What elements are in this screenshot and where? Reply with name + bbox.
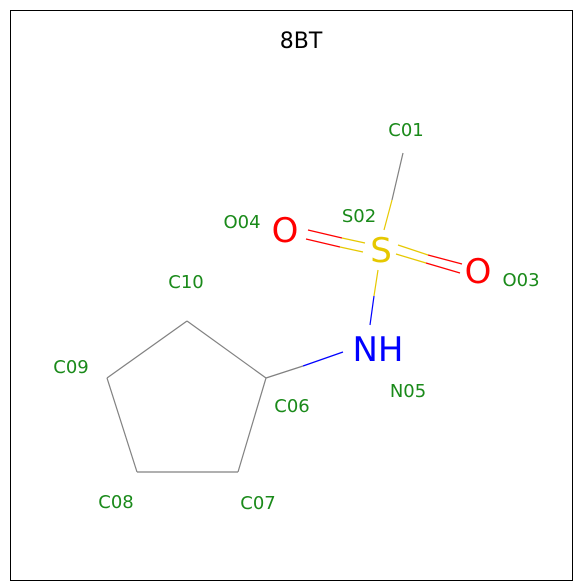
atom-symbols: O S O NH	[272, 211, 492, 370]
bond-s02-n05-blue	[369, 295, 375, 326]
bond-c10-c06	[186, 320, 267, 379]
label-o03: O03	[502, 270, 539, 291]
label-c07: C07	[240, 493, 275, 514]
bond-s02-o03-b-red	[425, 262, 461, 274]
label-c08: C08	[98, 492, 133, 513]
bond-s02-o03-a-yellow	[397, 244, 429, 256]
bond-n05-c06-gray	[265, 365, 304, 379]
bond-c01-s02-upper	[391, 152, 404, 201]
label-c01: C01	[388, 120, 423, 141]
atom-o03: O	[465, 252, 492, 292]
bond-c06-c07	[237, 377, 267, 473]
label-o04: O04	[223, 212, 260, 233]
label-c09: C09	[53, 357, 88, 378]
bond-s02-o03-a-red	[427, 254, 463, 265]
bond-o04-s02-b-yellow	[339, 246, 364, 253]
bond-c09-c10	[106, 320, 188, 379]
atom-o04: O	[272, 211, 299, 251]
diagram-border	[10, 10, 573, 581]
label-n05: N05	[390, 381, 426, 402]
bond-n05-c06-blue	[302, 351, 344, 367]
bond-c08-c09	[106, 377, 138, 473]
atom-n05: NH	[353, 330, 404, 370]
atom-labels: C01 S02 O04 O03 N05 C06 C07 C08 C09 C10	[53, 120, 539, 514]
molecule-title: 8BT	[280, 29, 323, 54]
bond-c01-s02-lower	[383, 199, 393, 231]
label-s02: S02	[342, 206, 376, 227]
label-c10: C10	[168, 272, 203, 293]
bond-o04-s02-b-red	[305, 238, 341, 248]
atom-s02: S	[370, 231, 392, 271]
bond-o04-s02-a-yellow	[341, 237, 366, 244]
bond-s02-n05-yellow	[373, 269, 379, 297]
bond-s02-o03-b-yellow	[395, 253, 427, 264]
bond-o04-s02-a-red	[307, 229, 343, 239]
label-c06: C06	[274, 396, 309, 417]
bonds	[106, 152, 463, 473]
